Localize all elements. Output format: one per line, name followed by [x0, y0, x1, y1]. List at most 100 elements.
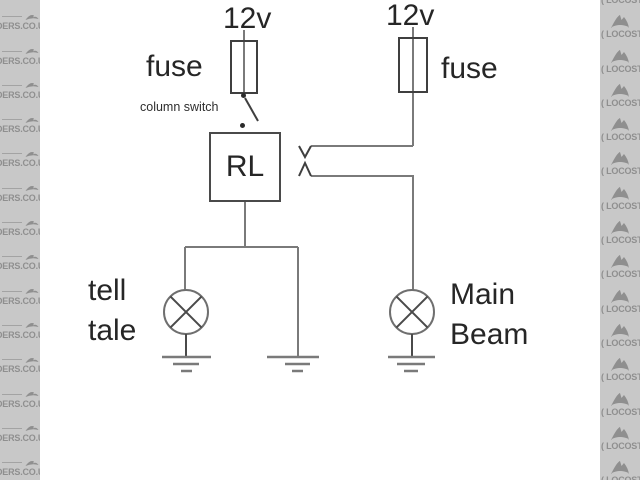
supply-left-label: 12v: [223, 2, 272, 35]
watermark-tile: DERS.CO.U: [0, 115, 40, 149]
watermark-tile: ( LOCOST: [600, 460, 640, 480]
watermark-tile: ( LOCOST: [600, 14, 640, 48]
watermark-tile: ( LOCOST: [600, 357, 640, 391]
watermark-text: ( LOCOST: [601, 337, 640, 348]
watermark-text: DERS.CO.U: [0, 55, 40, 66]
watermark-text: DERS.CO.U: [0, 21, 40, 32]
watermark-dash: [2, 187, 22, 189]
watermark-dash: [2, 50, 22, 52]
watermark-tile: ( LOCOST: [600, 392, 640, 426]
watermark-text: ( LOCOST: [601, 132, 640, 143]
fuse-right-symbol: [398, 37, 428, 93]
column-switch-label: column switch: [140, 100, 219, 114]
watermark-text: DERS.CO.U: [0, 89, 40, 100]
watermark-text: ( LOCOST: [601, 440, 640, 451]
watermark-tile: ( LOCOST: [600, 49, 640, 83]
watermark-text: DERS.CO.U: [0, 261, 40, 272]
locost-mountain-logo: [611, 49, 629, 63]
watermark-tile: DERS.CO.U: [0, 12, 40, 46]
watermark-tile: DERS.CO.U: [0, 184, 40, 218]
watermark-dash: [2, 119, 22, 121]
locost-swoosh-logo: [25, 49, 39, 55]
watermark-text: ( LOCOST: [601, 0, 640, 5]
locost-mountain-logo: [611, 186, 629, 200]
ground-symbol-relay: [267, 355, 319, 373]
watermark-dash: [2, 153, 22, 155]
locost-mountain-logo: [611, 323, 629, 337]
watermark-text: ( LOCOST: [601, 29, 640, 40]
locost-swoosh-logo: [25, 186, 39, 192]
locost-swoosh-logo: [25, 323, 39, 329]
column-switch-symbol: [240, 93, 259, 128]
locost-mountain-logo: [611, 83, 629, 97]
tell-tale-label: tell tale: [88, 274, 137, 347]
locost-swoosh-logo: [25, 83, 39, 89]
watermark-text: ( LOCOST: [601, 200, 640, 211]
watermark-text: DERS.CO.U: [0, 329, 40, 340]
watermark-text: ( LOCOST: [601, 63, 640, 74]
wires: [184, 27, 414, 357]
watermark-tile: DERS.CO.U: [0, 287, 40, 321]
watermark-dash: [2, 222, 22, 224]
locost-mountain-logo: [611, 118, 629, 132]
watermark-tile: DERS.CO.U: [0, 390, 40, 424]
watermark-right-tiles: ( LOCOST ( LOCOST ( LOCOST ( LOCOST ( LO…: [600, 0, 640, 480]
watermark-text: DERS.CO.U: [0, 192, 40, 203]
locost-mountain-logo: [611, 255, 629, 269]
locost-swoosh-logo: [25, 117, 39, 123]
watermark-tile: DERS.CO.U: [0, 458, 40, 480]
locost-swoosh-logo: [25, 357, 39, 363]
watermark-tile: ( LOCOST: [600, 289, 640, 323]
locost-mountain-logo: [611, 392, 629, 406]
watermark-text: ( LOCOST: [601, 475, 640, 480]
locost-mountain-logo: [611, 152, 629, 166]
watermark-tile: ( LOCOST: [600, 117, 640, 151]
fuse-left-symbol: [230, 40, 258, 94]
watermark-dash: [2, 290, 22, 292]
watermark-left-tiles: DERS.CO.U DERS.CO.U DERS.CO.U DERS.CO.U: [0, 0, 40, 480]
watermark-tile: DERS.CO.U: [0, 47, 40, 81]
locost-swoosh-logo: [25, 220, 39, 226]
watermark-text: ( LOCOST: [601, 97, 640, 108]
locost-mountain-logo: [611, 221, 629, 235]
watermark-dash: [2, 393, 22, 395]
watermark-tile: DERS.CO.U: [0, 81, 40, 115]
watermark-tile: ( LOCOST: [600, 254, 640, 288]
relay-box: [209, 132, 281, 202]
watermark-tile: ( LOCOST: [600, 83, 640, 117]
locost-swoosh-logo: [25, 14, 39, 20]
watermark-text: DERS.CO.U: [0, 295, 40, 306]
watermark-text: DERS.CO.U: [0, 227, 40, 238]
watermark-tile: ( LOCOST: [600, 220, 640, 254]
watermark-tile: ( LOCOST: [600, 323, 640, 357]
watermark-text: ( LOCOST: [601, 235, 640, 246]
locost-swoosh-logo: [25, 254, 39, 260]
watermark-tile: DERS.CO.U: [0, 252, 40, 286]
tell-tale-lamp-symbol: [163, 289, 209, 357]
watermark-tile: DERS.CO.U: [0, 149, 40, 183]
supply-right-label: 12v: [386, 0, 435, 32]
locost-mountain-logo: [611, 426, 629, 440]
watermark-text: DERS.CO.U: [0, 364, 40, 375]
locost-mountain-logo: [611, 15, 629, 29]
watermark-tile: DERS.CO.U: [0, 321, 40, 355]
watermark-text: DERS.CO.U: [0, 467, 40, 478]
ground-symbol-tell-tale: [162, 355, 211, 373]
watermark-right-strip: ( LOCOST ( LOCOST ( LOCOST ( LOCOST ( LO…: [600, 0, 640, 480]
locost-swoosh-logo: [25, 460, 39, 466]
locost-swoosh-logo: [25, 426, 39, 432]
watermark-text: DERS.CO.U: [0, 398, 40, 409]
watermark-dash: [2, 84, 22, 86]
relay-contact-symbol: [298, 145, 312, 177]
watermark-dash: [2, 462, 22, 464]
watermark-tile: ( LOCOST: [600, 151, 640, 185]
locost-swoosh-logo: [25, 392, 39, 398]
locost-swoosh-logo: [25, 289, 39, 295]
watermark-tile: ( LOCOST: [600, 186, 640, 220]
watermark-text: DERS.CO.U: [0, 124, 40, 135]
main-beam-label: Main Beam: [450, 278, 529, 351]
watermark-text: DERS.CO.U: [0, 432, 40, 443]
watermark-tile: DERS.CO.U: [0, 355, 40, 389]
